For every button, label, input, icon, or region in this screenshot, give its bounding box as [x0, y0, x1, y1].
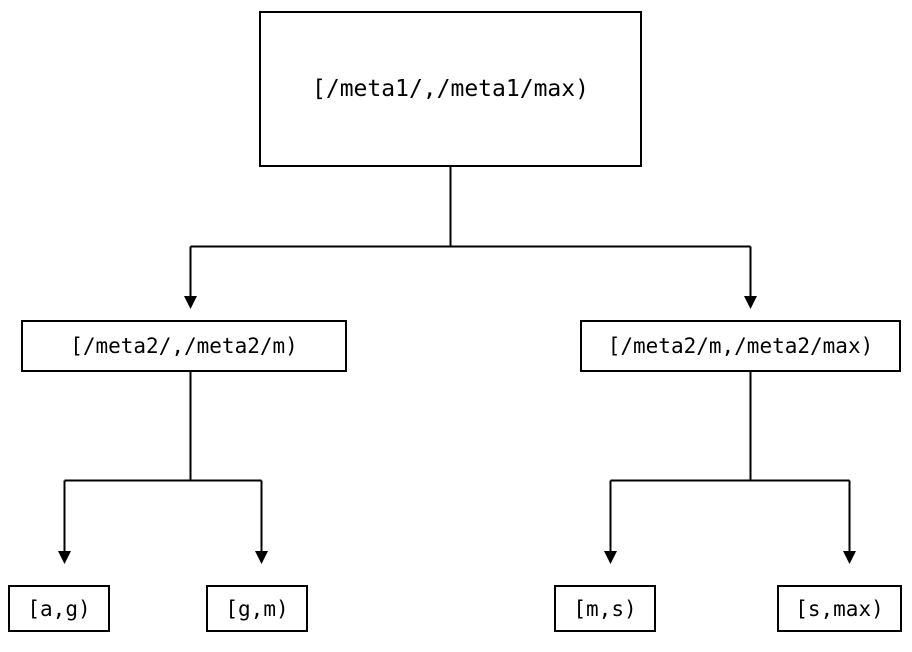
- tree-node-meta2-lower[interactable]: [/meta2/,/meta2/m): [21, 320, 347, 372]
- tree-node-leaf-smax-label: [s,max): [795, 596, 884, 621]
- tree-node-leaf-ms[interactable]: [m,s): [554, 585, 656, 632]
- tree-node-root-label: [/meta1/,/meta1/max): [312, 76, 589, 102]
- tree-node-meta2-lower-label: [/meta2/,/meta2/m): [70, 334, 298, 358]
- tree-node-leaf-ms-label: [m,s): [573, 596, 637, 621]
- tree-node-leaf-ag[interactable]: [a,g): [8, 585, 110, 632]
- tree-node-leaf-ag-label: [a,g): [27, 596, 91, 621]
- tree-node-leaf-smax[interactable]: [s,max): [777, 585, 902, 632]
- arrowhead-to-leaf-smax: [843, 551, 856, 564]
- arrowhead-to-meta2-lower: [184, 296, 197, 309]
- arrowheads: [58, 296, 856, 564]
- arrowhead-to-leaf-gm: [255, 551, 268, 564]
- arrowhead-to-leaf-ms: [604, 551, 617, 564]
- tree-node-meta2-upper[interactable]: [/meta2/m,/meta2/max): [580, 320, 901, 372]
- tree-node-leaf-gm[interactable]: [g,m): [206, 585, 308, 632]
- tree-node-root[interactable]: [/meta1/,/meta1/max): [259, 11, 642, 167]
- tree-node-leaf-gm-label: [g,m): [225, 596, 289, 621]
- arrowhead-to-meta2-upper: [744, 296, 757, 309]
- arrowhead-to-leaf-ag: [58, 551, 71, 564]
- tree-node-meta2-upper-label: [/meta2/m,/meta2/max): [607, 334, 874, 358]
